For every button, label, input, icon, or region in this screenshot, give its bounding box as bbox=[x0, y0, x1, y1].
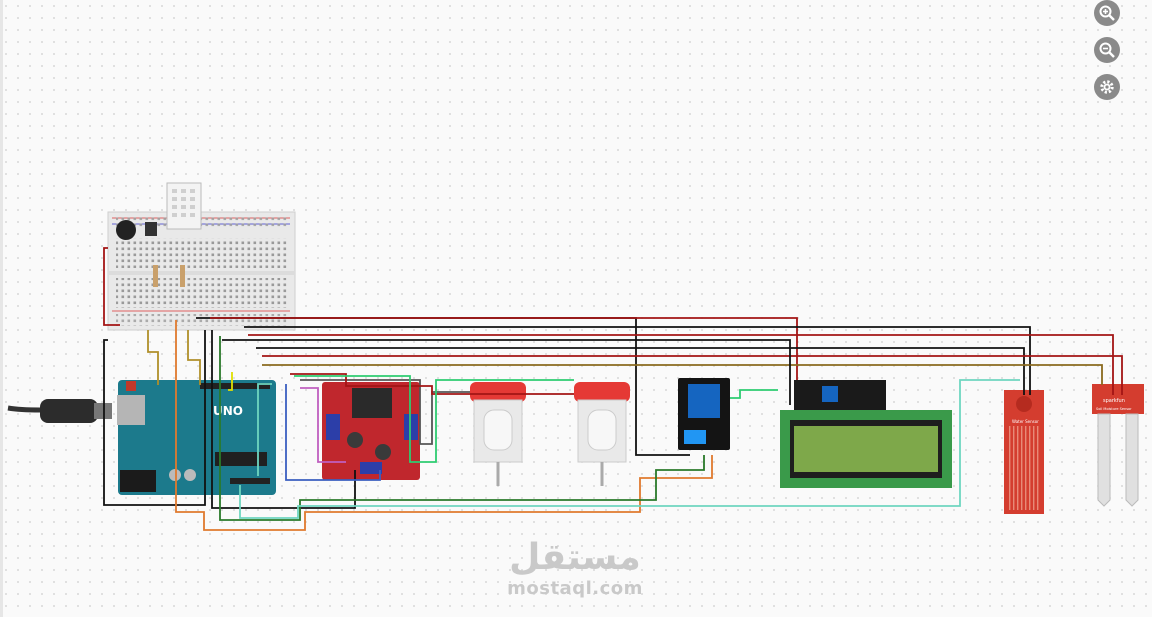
settings-button[interactable] bbox=[1094, 74, 1120, 100]
arduino-label: UNO bbox=[213, 404, 243, 418]
zoom-out-button[interactable] bbox=[1094, 37, 1120, 63]
resistor bbox=[153, 265, 158, 287]
dc-motor bbox=[470, 382, 526, 486]
watermark-url: mostaql.com bbox=[507, 578, 643, 599]
soil-brand-label: sparkfun bbox=[1103, 398, 1125, 404]
canvas-edge bbox=[0, 0, 3, 617]
resistor bbox=[180, 265, 185, 287]
soil-sensor: sparkfun Soil Moisture Sensor bbox=[1092, 384, 1144, 507]
dht-sensor bbox=[166, 182, 202, 230]
i2c-adapter bbox=[794, 380, 886, 410]
watermark: مستقل mostaql.com bbox=[485, 538, 665, 600]
dc-motor bbox=[574, 382, 630, 486]
arduino-uno: UNO bbox=[117, 380, 276, 495]
zoom-in-icon bbox=[1099, 5, 1115, 21]
lcd-display bbox=[780, 410, 952, 488]
motor-driver bbox=[322, 382, 420, 480]
relay-module bbox=[678, 378, 730, 450]
water-sensor: Water Sensor bbox=[1004, 390, 1044, 514]
zoom-out-icon bbox=[1099, 42, 1115, 58]
usb-cable bbox=[7, 399, 112, 423]
breadboard bbox=[107, 211, 296, 331]
zoom-in-button[interactable] bbox=[1094, 0, 1120, 26]
wires bbox=[103, 247, 1123, 531]
watermark-logo: مستقل bbox=[509, 537, 641, 578]
transistor bbox=[145, 222, 157, 236]
buzzer bbox=[116, 220, 136, 240]
gear-icon bbox=[1100, 80, 1114, 94]
soil-sensor-label: Soil Moisture Sensor bbox=[1096, 407, 1132, 411]
water-sensor-label: Water Sensor bbox=[1012, 419, 1039, 424]
